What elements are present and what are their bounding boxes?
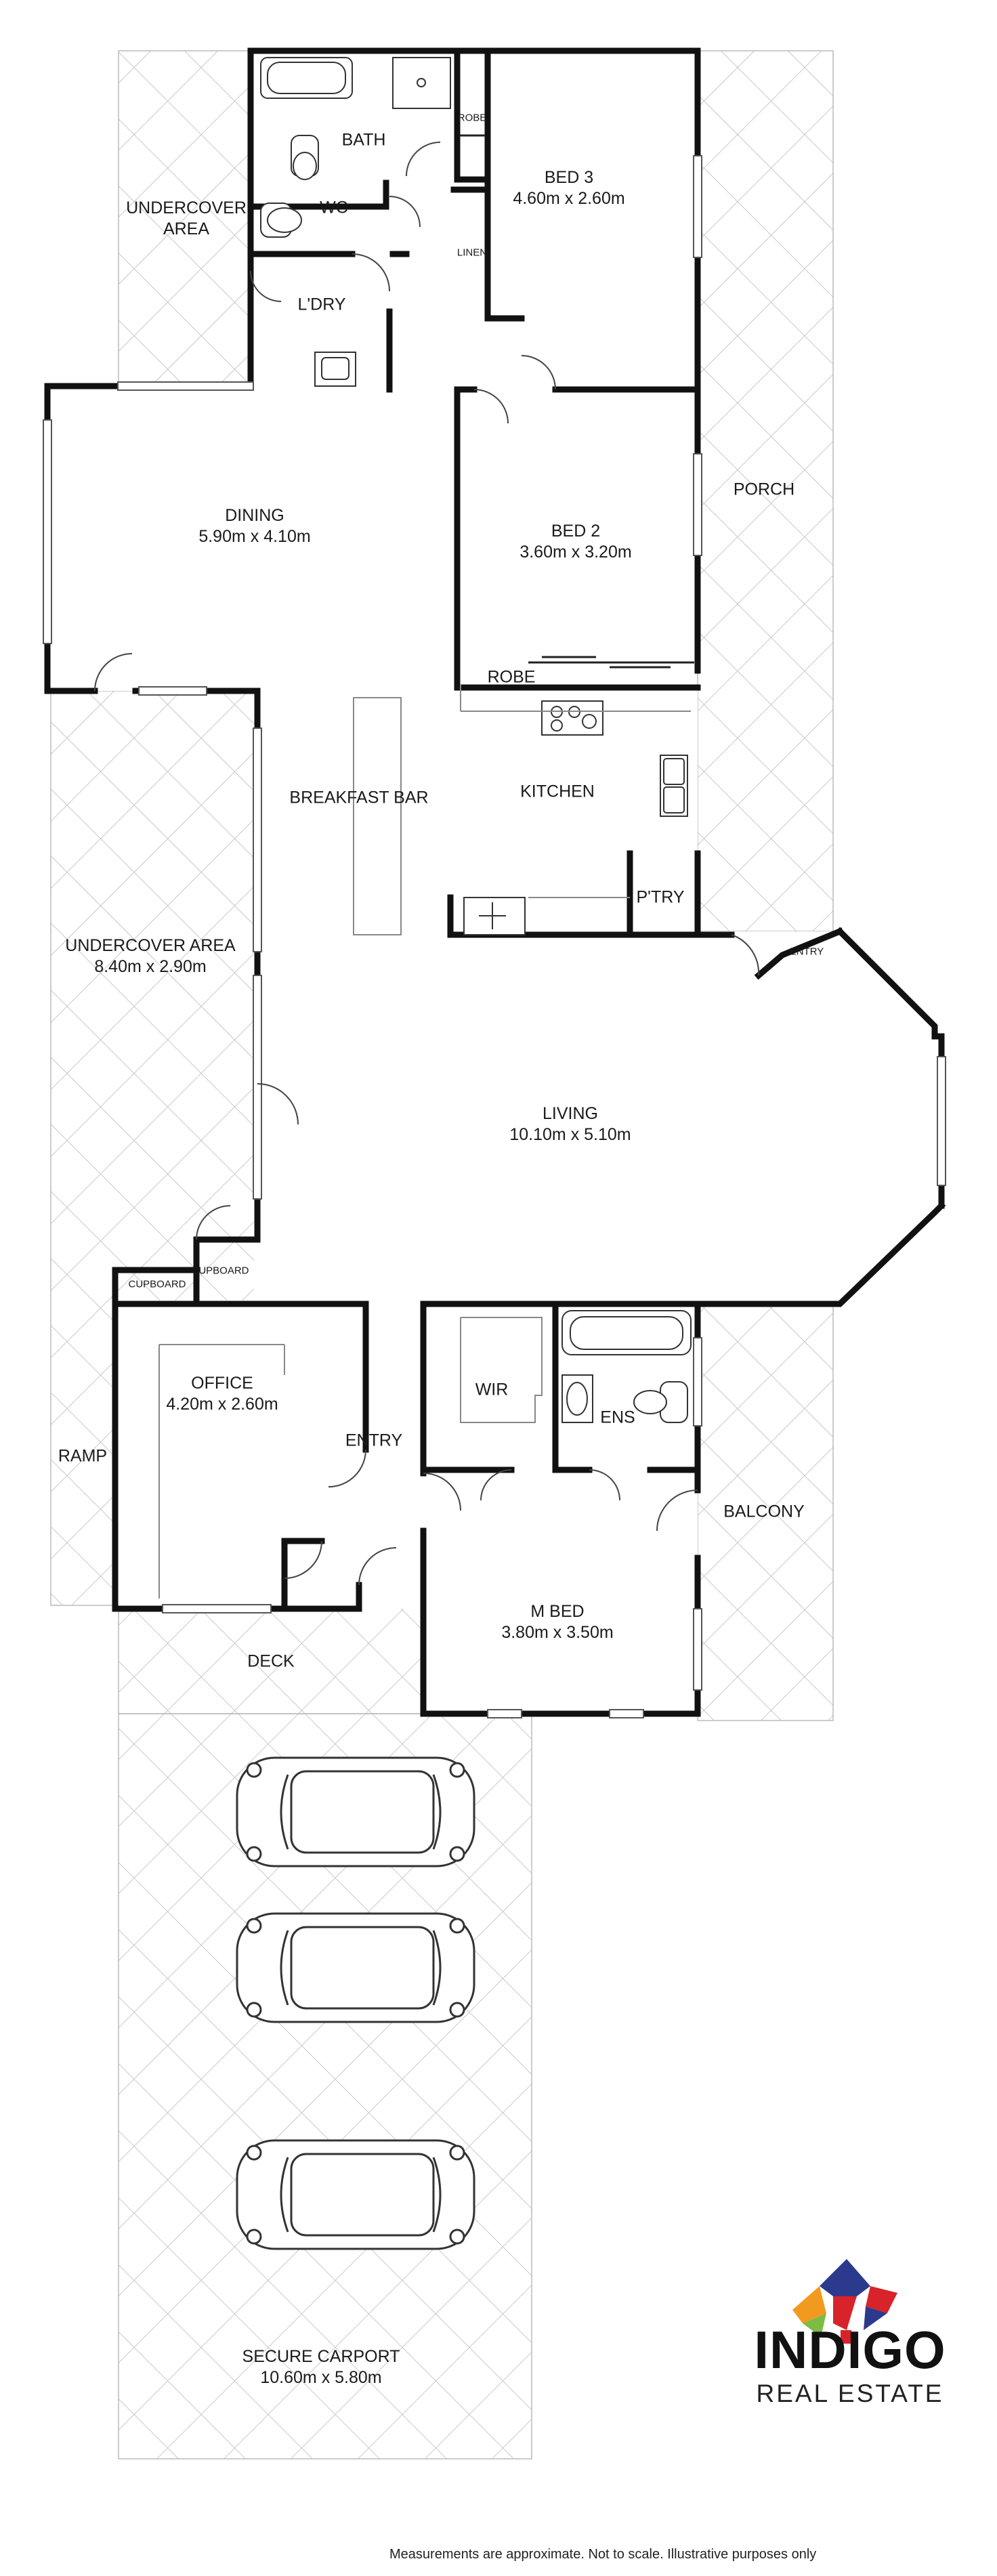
car-icon — [236, 2139, 475, 2250]
room-label-ens: ENS — [600, 1408, 635, 1427]
room-label-cupboard-left: CUPBOARD — [128, 1278, 186, 1290]
room-label-laundry: L'DRY — [297, 295, 346, 314]
room-label-bath: BATH — [341, 130, 386, 150]
robe-rails — [460, 134, 694, 669]
car-icon — [236, 1912, 475, 2023]
room-label-ramp: RAMP — [58, 1446, 108, 1466]
room-label-robe-bed2: ROBE — [487, 667, 536, 687]
room-label-wir: WIR — [475, 1380, 509, 1399]
car-icon — [236, 1756, 475, 1867]
deck-area — [118, 1605, 424, 1714]
room-label-pantry: P'TRY — [636, 887, 685, 907]
door-swings — [94, 142, 760, 1586]
room-label-wc: WC — [320, 198, 348, 217]
interior — [47, 51, 941, 1714]
windows — [43, 155, 946, 1718]
undercover-top-area — [118, 50, 255, 390]
breakfast-bar — [353, 697, 402, 935]
room-label-kitchen: KITCHEN — [520, 782, 595, 801]
balcony-area — [697, 1300, 834, 1721]
room-label-deck: DECK — [247, 1651, 295, 1671]
room-label-cupboard-right: CUPBOARD — [191, 1265, 249, 1277]
room-label-entry-side: ENTRY — [789, 946, 824, 958]
fixtures — [158, 57, 692, 1599]
room-label-balcony: BALCONY — [723, 1502, 805, 1521]
indigo-logo-icon — [792, 2259, 897, 2344]
porch-area — [697, 50, 834, 932]
room-label-breakfast-bar: BREAKFAST BAR — [289, 788, 429, 807]
room-label-entry-main: ENTRY — [345, 1431, 403, 1450]
disclaimer-text: Measurements are approximate. Not to sca… — [389, 2547, 817, 2562]
room-label-linen: LINEN — [457, 247, 488, 259]
room-label-undercover-top: UNDERCOVER AREA — [126, 198, 247, 238]
logo-subtitle: REAL ESTATE — [756, 2380, 944, 2407]
room-label-robe-small: ROBE — [457, 112, 487, 124]
logo-wordmark: INDIGO — [754, 2320, 946, 2380]
room-label-porch: PORCH — [733, 480, 795, 499]
carport-cars — [236, 1756, 475, 2250]
